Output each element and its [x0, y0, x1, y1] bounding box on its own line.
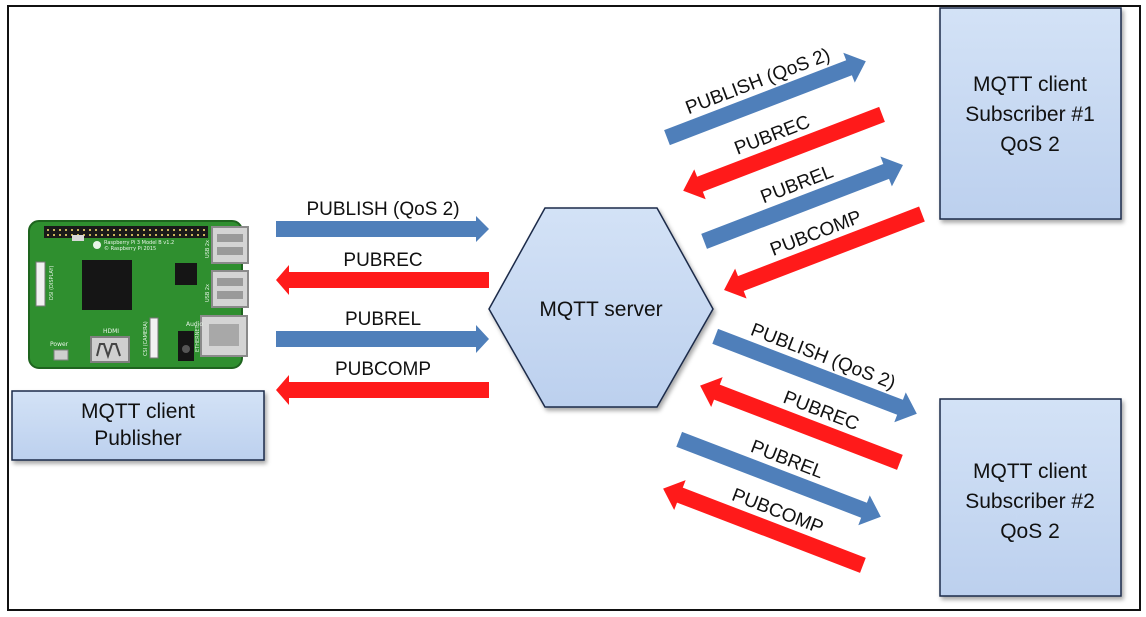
- power-port: [53, 349, 69, 361]
- publish-arrow-sub2: [712, 328, 917, 423]
- subscriber-1-label-line2: Subscriber #1: [965, 103, 1095, 126]
- usb-label-bottom: USB 2x: [205, 284, 211, 302]
- usb-lan-chip: [175, 263, 197, 285]
- subscriber-1-label-line3: QoS 2: [1000, 133, 1060, 156]
- pubrec-arrow-sub1: [683, 106, 885, 200]
- dsi-connector: [35, 261, 46, 307]
- publish-arrow-pub: [276, 216, 489, 242]
- subscriber-2-label-line2: Subscriber #2: [965, 490, 1095, 513]
- publisher-label-line1: MQTT client: [81, 400, 195, 423]
- publisher-label-line2: Publisher: [94, 427, 182, 450]
- csi-connector: [149, 317, 159, 359]
- publisher-box: MQTT client Publisher: [11, 390, 265, 461]
- subscriber-2-label-line1: MQTT client: [973, 460, 1087, 483]
- ethernet-label: ETHERNET: [195, 324, 201, 352]
- subscriber-2-arrow-group: PUBLISH (QoS 2) PUBREC PUBREL PUBCOMP: [663, 320, 917, 573]
- raspberry-pi-board-icon: Raspberry Pi 3 Model B v1.2 © Raspberry …: [28, 220, 249, 369]
- pubrec-arrow-sub2: [700, 377, 903, 470]
- audio-label: Audio: [186, 321, 203, 328]
- pubrel-arrow-pub: [276, 325, 489, 353]
- pubrel-label-pub: PUBREL: [345, 309, 421, 330]
- board-title: Raspberry Pi 3 Model B v1.2: [104, 240, 174, 246]
- publish-arrow-sub1: [664, 52, 866, 146]
- subscriber-1-box: MQTT client Subscriber #1 QoS 2: [939, 7, 1122, 220]
- publisher-arrow-group: PUBLISH (QoS 2) PUBREC PUBREL PUBCOMP: [276, 199, 489, 405]
- power-label: Power: [50, 341, 69, 348]
- pubrec-arrow-pub: [276, 265, 489, 295]
- subscriber-1-arrow-group: PUBLISH (QoS 2) PUBREC PUBREL PUBCOMP: [664, 45, 925, 299]
- board-copyright: © Raspberry Pi 2015: [104, 245, 156, 252]
- pubrel-arrow-sub2: [676, 431, 881, 526]
- pubcomp-label-pub: PUBCOMP: [335, 359, 431, 380]
- subscriber-1-label-line1: MQTT client: [973, 73, 1087, 96]
- dsi-label: DSI (DISPLAY): [49, 265, 55, 300]
- mqtt-server-label: MQTT server: [539, 298, 662, 321]
- usb-port-top: [211, 226, 249, 264]
- hdmi-label: HDMI: [103, 328, 119, 335]
- publish-label-pub: PUBLISH (QoS 2): [306, 199, 459, 220]
- usb-label-top: USB 2x: [205, 240, 211, 258]
- pubcomp-arrow-sub1: [724, 206, 925, 299]
- subscriber-2-label-line3: QoS 2: [1000, 520, 1060, 543]
- usb-port-bottom: [211, 270, 249, 308]
- csi-label: CSI (CAMERA): [143, 321, 149, 356]
- pubrel-arrow-sub1: [701, 156, 903, 249]
- raspberry-logo-icon: [93, 241, 101, 249]
- diagram-frame: [7, 5, 1141, 611]
- soc-chip: [82, 260, 132, 310]
- pubcomp-arrow-pub: [276, 375, 489, 405]
- mqtt-server-hexagon: MQTT server: [488, 207, 714, 408]
- pubcomp-arrow-sub2: [663, 480, 866, 573]
- subscriber-2-box: MQTT client Subscriber #2 QoS 2: [939, 398, 1122, 597]
- gpio-header: [44, 226, 208, 238]
- pubrec-label-pub: PUBREC: [343, 250, 422, 271]
